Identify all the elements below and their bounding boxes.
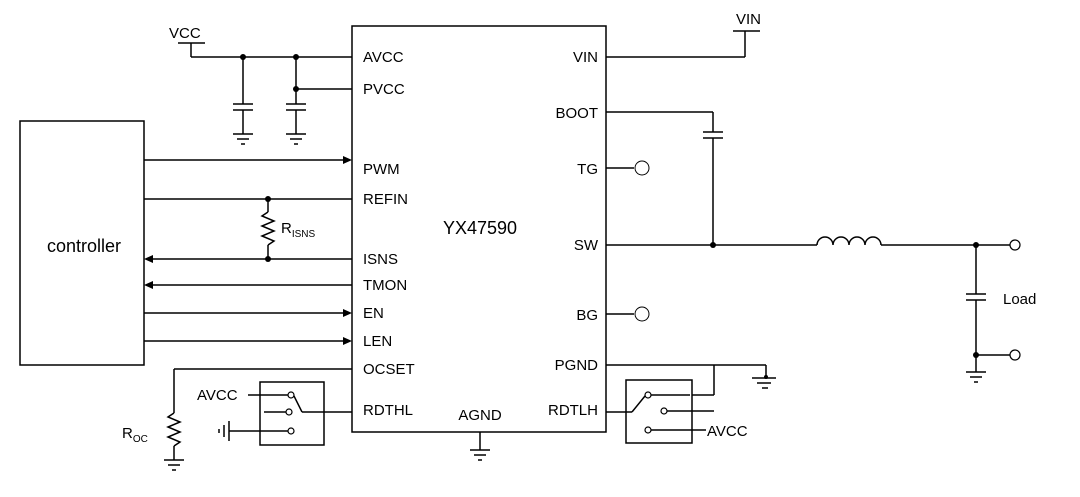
vcc-rail: [178, 42, 352, 92]
pin-len: LEN: [363, 333, 392, 350]
pin-rdtlh: RDTLH: [548, 402, 598, 419]
pin-vin: VIN: [573, 49, 598, 66]
ocset-resistor: [166, 368, 352, 460]
output-capacitor: [966, 245, 1021, 372]
pvcc-capacitor: [286, 89, 306, 134]
isns-signal: [144, 255, 352, 263]
pin-isns: ISNS: [363, 251, 398, 268]
en-signal: [144, 309, 352, 317]
ic-body: [351, 25, 607, 433]
pin-avcc: AVCC: [363, 49, 404, 66]
avcc-right-label: AVCC: [707, 423, 748, 440]
rdthl-ground-icon: [218, 421, 230, 441]
rdthl-switch: [229, 391, 352, 435]
isns-resistor: [260, 199, 276, 262]
pin-refin: REFIN: [363, 191, 408, 208]
pin-pwm: PWM: [363, 161, 400, 178]
pwm-signal: [144, 156, 352, 164]
ic-name: YX47590: [443, 218, 517, 238]
agnd-ground-icon: [470, 432, 490, 461]
avcc-ground-icon: [233, 133, 253, 145]
pin-sw: SW: [574, 237, 599, 254]
pin-en: EN: [363, 305, 384, 322]
ocset-ground-icon: [164, 459, 184, 471]
len-signal: [144, 337, 352, 345]
controller-block: [19, 120, 145, 366]
avcc-left-label: AVCC: [197, 387, 238, 404]
pgnd-ground-icon: [752, 377, 776, 389]
pin-bg: BG: [576, 307, 598, 324]
load-label: Load: [1003, 291, 1036, 308]
sw-node: [606, 236, 1021, 251]
tg-terminal: [606, 160, 650, 176]
output-ground-icon: [966, 371, 986, 383]
vcc-label: VCC: [169, 25, 201, 42]
controller-label: controller: [47, 236, 121, 256]
oc-resistor-label: ROC: [122, 425, 148, 445]
pin-agnd: AGND: [458, 407, 502, 424]
pin-pvcc: PVCC: [363, 81, 405, 98]
pin-ocset: OCSET: [363, 361, 415, 378]
tmon-signal: [144, 281, 352, 289]
refin-signal: [144, 196, 352, 202]
pvcc-ground-icon: [286, 133, 306, 145]
boot-capacitor: [606, 111, 723, 245]
pin-tg: TG: [577, 161, 598, 178]
vin-label: VIN: [736, 11, 761, 28]
rdtlh-switch: [606, 391, 714, 434]
isns-resistor-label: RISNS: [281, 220, 316, 240]
pin-pgnd: PGND: [555, 357, 599, 374]
avcc-capacitor: [233, 57, 253, 134]
bg-terminal: [606, 306, 650, 322]
pin-tmon: TMON: [363, 277, 407, 294]
pin-rdthl: RDTHL: [363, 402, 413, 419]
pin-boot: BOOT: [555, 105, 598, 122]
vin-rail: [606, 30, 760, 58]
